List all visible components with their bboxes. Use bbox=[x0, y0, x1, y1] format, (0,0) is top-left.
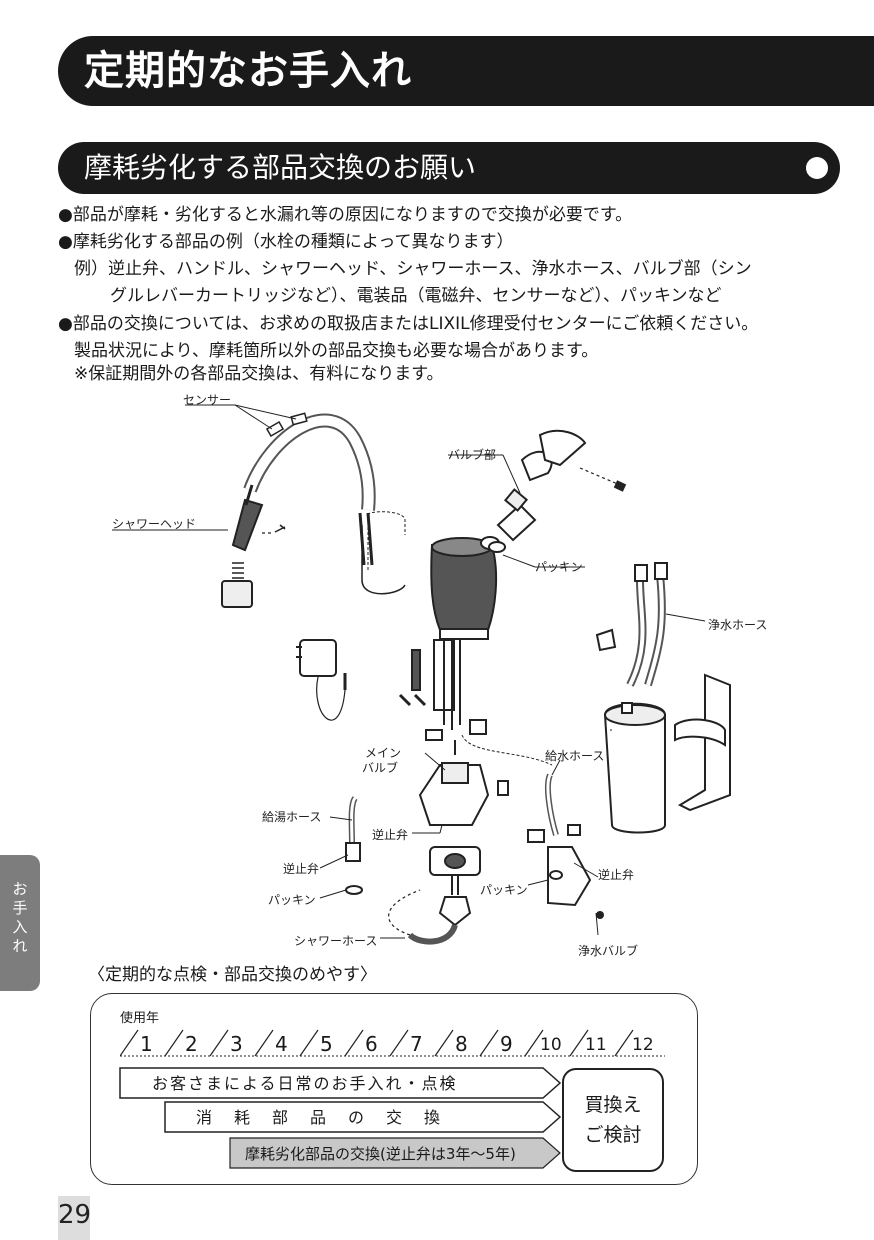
section-title: 摩耗劣化する部品交換のお願い bbox=[84, 151, 477, 184]
bar-daily-care: お客さまによる日常のお手入れ・点検 bbox=[152, 1074, 458, 1093]
replace-line-1: 買換え bbox=[584, 1094, 642, 1116]
label-main-valve-1: メイン bbox=[365, 746, 402, 760]
year-2: 2 bbox=[185, 1032, 198, 1056]
label-packing-right: パッキン bbox=[480, 883, 528, 897]
side-tab bbox=[0, 855, 40, 991]
year-1: 1 bbox=[140, 1032, 153, 1056]
bar-consumables: 消 耗 部 品 の 交 換 bbox=[196, 1108, 444, 1127]
body-line-7: ※保証期間外の各部品交換は、有料になります。 bbox=[74, 364, 444, 384]
replace-box bbox=[562, 1068, 664, 1172]
label-main-valve-2: バルブ bbox=[362, 761, 399, 775]
year-3: 3 bbox=[230, 1032, 243, 1056]
body-line-3: 例）逆止弁、ハンドル、シャワーヘッド、シャワーホース、浄水ホース、バルブ部（シン bbox=[74, 259, 752, 279]
schedule-heading: 〈定期的な点検・部品交換のめやす〉 bbox=[88, 965, 377, 985]
year-scale: 1 2 3 4 5 6 7 8 9 10 11 12 bbox=[120, 1028, 665, 1058]
page-title: 定期的なお手入れ bbox=[84, 48, 412, 94]
label-packing-left: パッキン bbox=[268, 893, 316, 907]
replace-line-2: ご検討 bbox=[584, 1124, 642, 1146]
side-tab-label: お手入れ bbox=[12, 880, 28, 955]
label-filter-valve: 浄水バルブ bbox=[578, 944, 639, 958]
year-5: 5 bbox=[320, 1032, 333, 1056]
year-8: 8 bbox=[455, 1032, 468, 1056]
page-number-bg bbox=[58, 1196, 90, 1240]
year-7: 7 bbox=[410, 1032, 423, 1056]
body-line-1: ●部品が摩耗・劣化すると水漏れ等の原因になりますので交換が必要です。 bbox=[58, 205, 633, 225]
schedule-bars bbox=[119, 1067, 562, 1169]
label-shower-head: シャワーヘッド bbox=[112, 517, 197, 531]
bar-wear-parts: 摩耗劣化部品の交換(逆止弁は3年〜5年) bbox=[245, 1145, 516, 1163]
label-check-valve-center: 逆止弁 bbox=[372, 828, 409, 842]
schedule-box bbox=[90, 993, 698, 1185]
year-4: 4 bbox=[275, 1032, 288, 1056]
faucet-exploded-diagram bbox=[112, 404, 731, 945]
year-10: 10 bbox=[540, 1035, 562, 1055]
main-title-banner bbox=[58, 36, 874, 106]
year-12: 12 bbox=[632, 1035, 654, 1055]
label-shower-hose: シャワーホース bbox=[294, 934, 378, 948]
body-line-4: グルレバーカートリッジなど）、電装品（電磁弁、センサーなど）、パッキンなど bbox=[110, 286, 722, 306]
section-title-banner bbox=[58, 142, 840, 194]
label-sensor: センサー bbox=[183, 393, 232, 407]
body-line-6: 製品状況により、摩耗箇所以外の部品交換も必要な場合があります。 bbox=[74, 341, 599, 361]
year-11: 11 bbox=[585, 1035, 607, 1055]
label-check-valve-right: 逆止弁 bbox=[598, 868, 635, 882]
year-9: 9 bbox=[500, 1032, 513, 1056]
label-supply-hose: 給水ホース bbox=[545, 749, 605, 763]
year-scale-lines bbox=[120, 1029, 665, 1057]
years-label: 使用年 bbox=[120, 1011, 160, 1026]
body-line-2: ●摩耗劣化する部品の例（水栓の種類によって異なります） bbox=[58, 232, 514, 252]
label-hot-hose: 給湯ホース bbox=[262, 810, 322, 824]
label-valve-part: バルブ部 bbox=[448, 448, 497, 462]
label-check-valve-left: 逆止弁 bbox=[283, 862, 320, 876]
label-filter-hose: 浄水ホース bbox=[708, 618, 768, 632]
bullet-dot-icon bbox=[806, 157, 828, 179]
label-packing-top: パッキン bbox=[535, 560, 583, 574]
year-6: 6 bbox=[365, 1032, 378, 1056]
page-number: 29 bbox=[58, 1200, 92, 1230]
body-line-5: ●部品の交換については、お求めの取扱店またはLIXIL修理受付センターにご依頼く… bbox=[58, 314, 759, 334]
